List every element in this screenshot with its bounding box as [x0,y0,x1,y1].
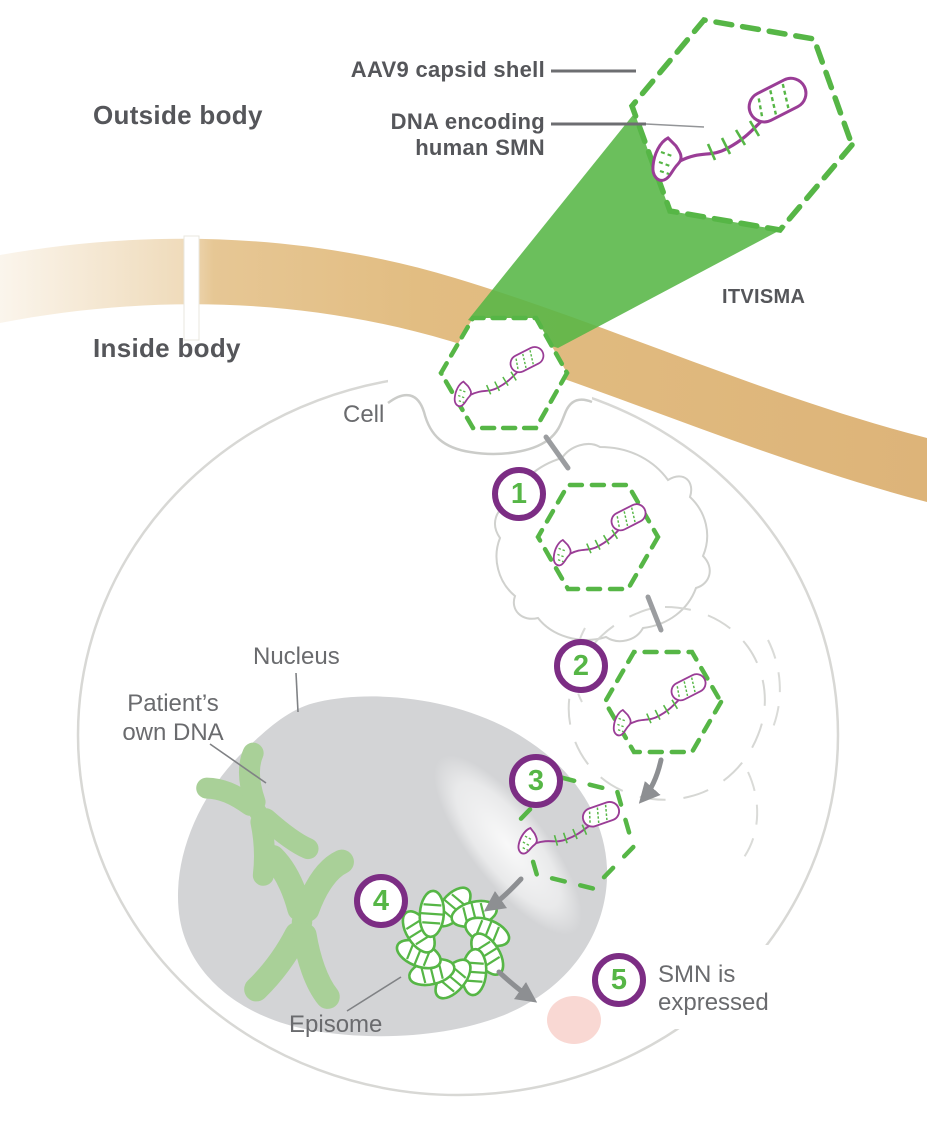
label-smn-line2: expressed [658,989,769,1016]
step-badge-4: 4 [354,874,408,928]
chromosome-icon [244,844,354,1009]
arrow-into-episome [483,876,524,912]
membrane-connector [543,434,571,471]
label-inside-body: Inside body [93,333,241,363]
leader-episome [346,976,402,1012]
label-cell: Cell [343,401,385,428]
label-nucleus: Nucleus [253,643,340,670]
vesicle-connector [645,594,664,633]
step-number: 3 [527,764,545,797]
leader-patients-dna [209,743,267,784]
label-smn-line1: SMN is [658,961,736,988]
label-outside-body: Outside body [93,100,263,130]
nucleus-highlight [433,755,583,935]
label-itvisma: ITVISMA [722,286,806,308]
step-number: 5 [610,963,628,996]
membrane-pocket [387,393,593,456]
step-number: 4 [372,884,390,917]
smn-callout-box [648,945,880,1029]
step-number: 2 [572,649,590,682]
label-dna-encoding: DNA encoding human SMN [260,109,545,161]
step-number: 1 [510,477,528,510]
arrow-to-expression [496,969,538,1003]
label-episome: Episome [289,1011,383,1038]
aav9-capsid-membrane [438,315,570,431]
label-aav9-capsid-shell: AAV9 capsid shell [350,57,545,82]
leader-dna-encoding-thin [645,123,705,128]
leader-nucleus [295,672,299,713]
smn-protein-blob [547,996,601,1044]
label-dna-encoding-line2: human SMN [415,135,545,160]
step-badge-1: 1 [492,467,546,521]
skin-band [0,238,927,502]
arrow-step2-to-step3 [638,757,664,804]
label-smn-expressed: SMN is expressed [658,961,769,1017]
label-patients-own-dna: Patient’s own DNA [116,689,230,747]
label-patients-line1: Patient’s [127,690,219,717]
capsid-step3 [516,774,636,892]
label-patients-line2: own DNA [122,719,224,746]
step-badge-3: 3 [509,754,563,808]
step-badge-5: 5 [592,953,646,1007]
skin-band-gap [183,235,200,341]
aav9-capsid-large [628,17,856,233]
label-dna-encoding-line1: DNA encoding [390,109,545,134]
step-badge-2: 2 [554,639,608,693]
vesicle-step1 [494,443,711,643]
